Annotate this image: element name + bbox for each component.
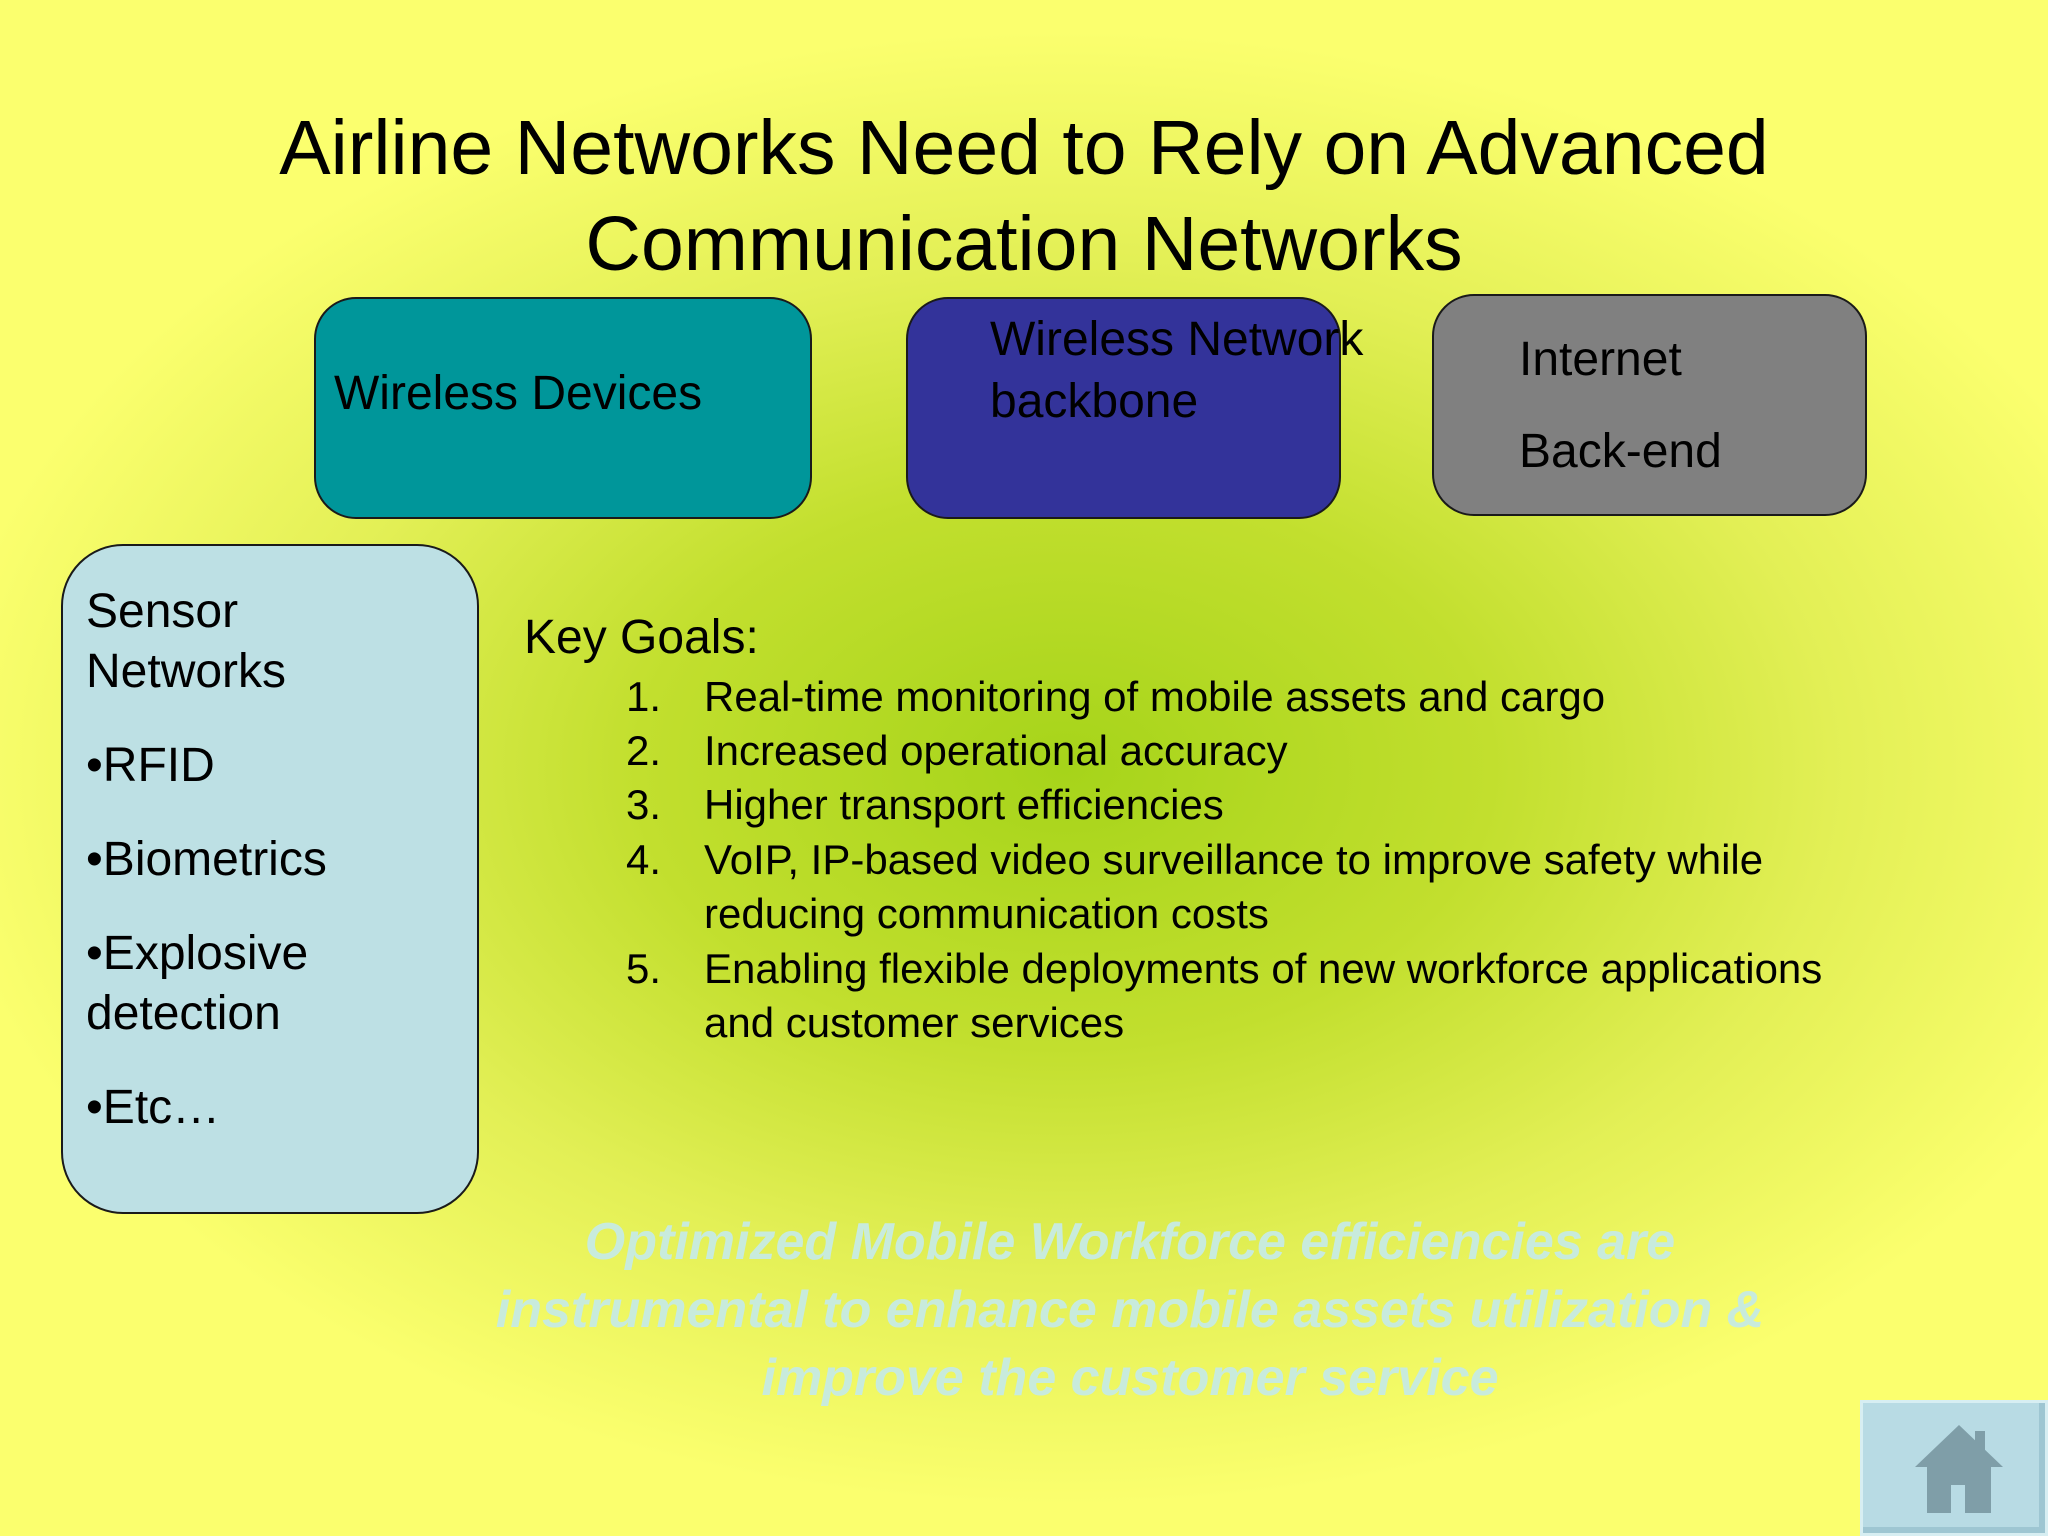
sensor-title-line-2: Networks [86,645,287,698]
sensor-item-etc: •Etc… [86,1081,221,1134]
slide-title-line-1: Airline Networks Need to Rely on Advance… [279,105,1769,191]
backbone-label: backbone [990,375,1199,428]
goal-text: Enabling flexible deployments of new wor… [704,945,1823,992]
internet-label: Internet [1519,333,1682,386]
internet-backend-box [1432,294,1867,516]
footer-note-line-1: Optimized Mobile Workforce efficiencies … [584,1213,1676,1271]
slide-title: Airline Networks Need to Rely on Advance… [0,100,2048,292]
back-end-label: Back-end [1519,425,1722,478]
goal-text: VoIP, IP-based video surveillance to imp… [704,836,1764,883]
goal-number: 1. [626,673,662,720]
goal-text: Real-time monitoring of mobile assets an… [704,673,1606,720]
goal-text: Increased operational accuracy [704,727,1288,774]
goal-number: 2. [626,727,662,774]
wireless-network-backbone-box [906,297,1341,519]
sensor-item-detection: detection [86,987,281,1040]
sensor-networks-box [61,544,479,1214]
goal-number: 4. [626,836,662,883]
sensor-item-explosive: •Explosive [86,927,309,980]
sensor-item-rfid: •RFID [86,739,215,792]
footer-note-line-3: improve the customer service [761,1349,1499,1407]
footer-note: Optimized Mobile Workforce efficiencies … [330,1208,1930,1412]
wireless-network-label: Wireless Network [990,313,1364,366]
sensor-title-line-1: Sensor [86,585,239,638]
footer-note-line-2: instrumental to enhance mobile assets ut… [495,1281,1765,1339]
slide-title-line-2: Communication Networks [585,201,1463,287]
sensor-item-biometrics: •Biometrics [86,833,327,886]
home-icon [1915,1425,2003,1513]
wireless-devices-box [314,297,812,519]
key-goals-heading: Key Goals: [524,611,759,664]
goal-text-continued: and customer services [704,999,1125,1046]
goal-number: 5. [626,945,662,992]
goal-text: Higher transport efficiencies [704,781,1224,828]
wireless-devices-label: Wireless Devices [334,367,703,420]
goal-text-continued: reducing communication costs [704,890,1269,937]
goal-number: 3. [626,781,662,828]
home-button[interactable] [1860,1400,2048,1536]
